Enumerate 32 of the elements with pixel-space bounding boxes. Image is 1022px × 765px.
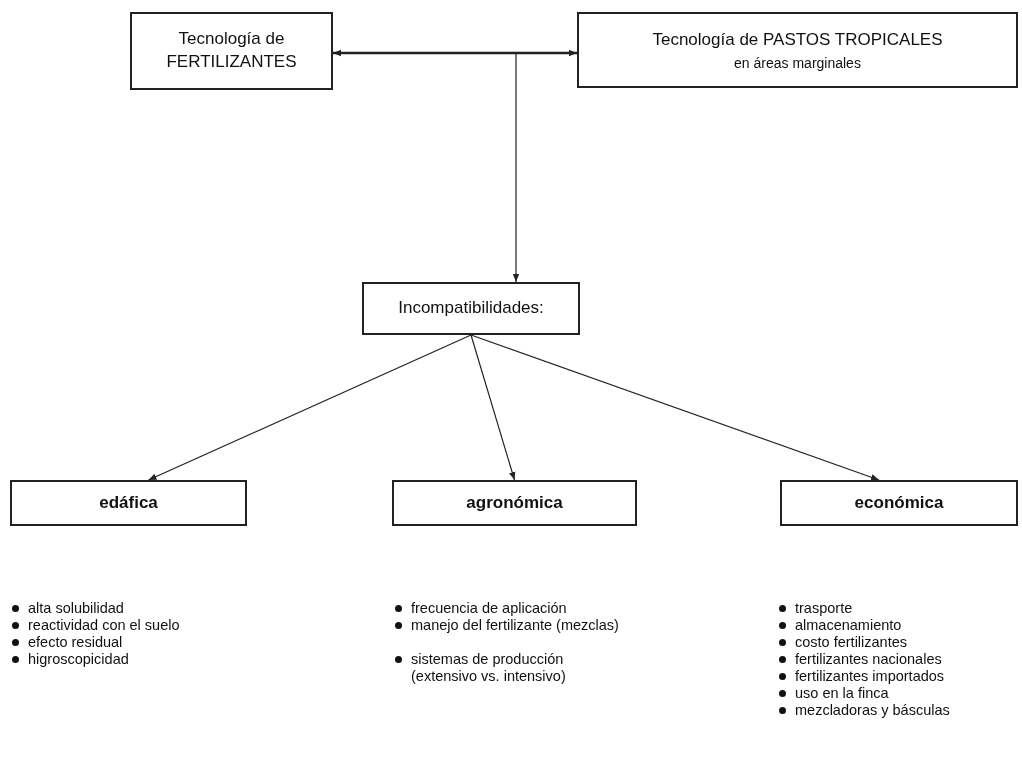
arrow bbox=[512, 52, 520, 283]
bullet-item: uso en la finca bbox=[777, 685, 1022, 702]
bullet-item: almacenamiento bbox=[777, 617, 1022, 634]
bullet-item: fertilizantes nacionales bbox=[777, 651, 1022, 668]
bullet-item: frecuencia de aplicación bbox=[393, 600, 633, 617]
node-title: Tecnología de FERTILIZANTES bbox=[165, 28, 298, 73]
bullet-item: mezcladoras y básculas bbox=[777, 702, 1022, 719]
node-title: Incompatibilidades: bbox=[398, 297, 544, 320]
arrow bbox=[470, 334, 516, 481]
bullet-item: manejo del fertilizante (mezclas) bbox=[393, 617, 633, 634]
bullet-item: alta solubilidad bbox=[10, 600, 240, 617]
process-box bbox=[780, 480, 1018, 526]
bullet-item: efecto residual bbox=[10, 634, 240, 651]
process-box bbox=[130, 12, 333, 90]
process-box bbox=[577, 12, 1018, 88]
bullet-item: fertilizantes importados bbox=[777, 668, 1022, 685]
arrow bbox=[147, 334, 472, 481]
bullet-item: higroscopicidad bbox=[10, 651, 240, 668]
node-subtitle: en áreas marginales bbox=[734, 55, 861, 72]
bullet-item: costo fertilizantes bbox=[777, 634, 1022, 651]
arrow bbox=[470, 334, 880, 481]
node-title: Tecnología de PASTOS TROPICALES bbox=[652, 28, 943, 51]
node-title: edáfica bbox=[99, 491, 158, 514]
bullet-item: sistemas de producción (extensivo vs. intensivo) bbox=[393, 651, 633, 685]
bullet-item: reactividad con el suelo bbox=[10, 617, 240, 634]
process-box bbox=[10, 480, 247, 526]
node-title: agronómica bbox=[466, 491, 563, 514]
node-title: económica bbox=[854, 491, 944, 514]
arrow bbox=[333, 49, 577, 57]
process-box bbox=[392, 480, 637, 526]
bullet-item: trasporte bbox=[777, 600, 1022, 617]
process-box bbox=[362, 282, 580, 335]
